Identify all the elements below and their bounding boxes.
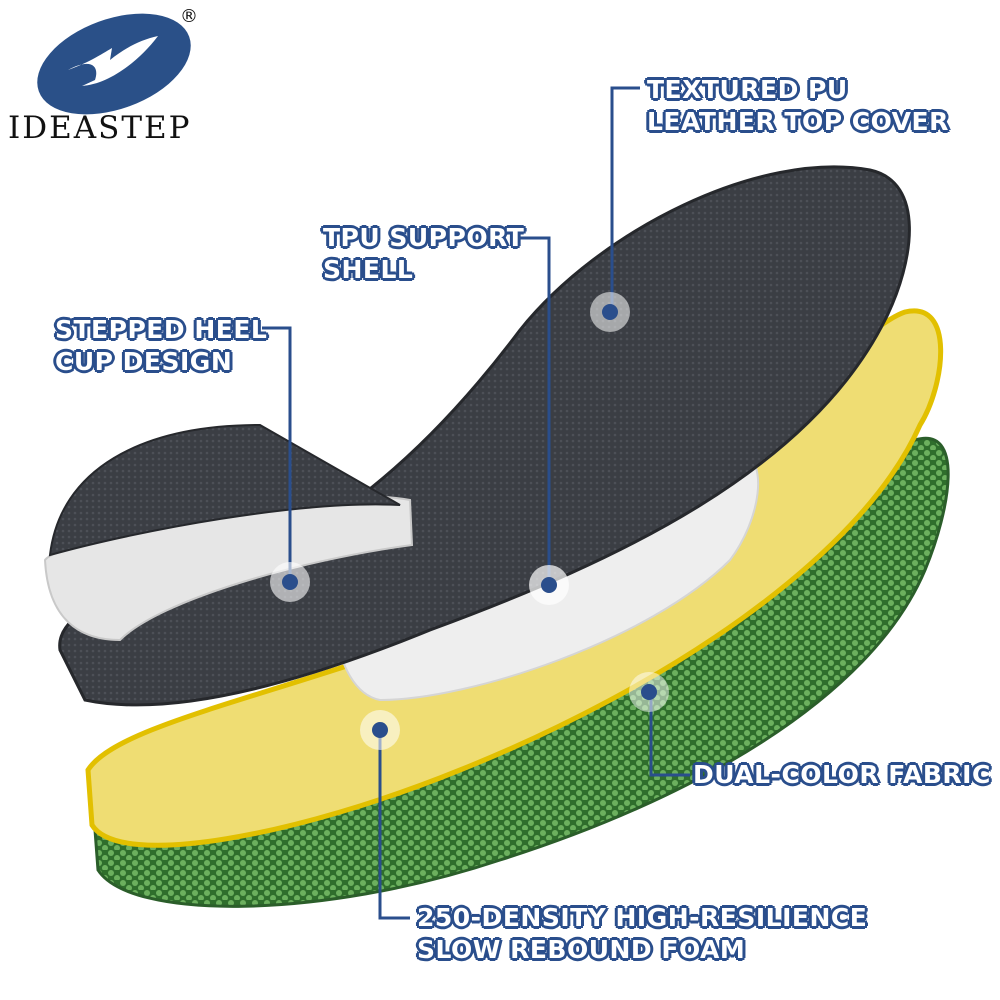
registered-mark: ® xyxy=(180,6,198,27)
ideastep-logo xyxy=(37,13,191,115)
label-line: 250-DENSITY HIGH-RESILIENCE xyxy=(417,903,868,932)
label-line: TPU SUPPORT xyxy=(323,223,525,252)
label-line: LEATHER TOP COVER xyxy=(647,107,949,136)
leader-lines xyxy=(262,86,690,920)
label-line: SHELL xyxy=(323,255,414,284)
label-line: SLOW REBOUND FOAM xyxy=(417,935,746,964)
label-line: STEPPED HEEL xyxy=(55,315,268,344)
marker-tpu-shell xyxy=(529,565,569,605)
label-top-cover: TEXTURED PU LEATHER TOP COVER xyxy=(647,74,949,138)
heel-cup xyxy=(48,423,401,557)
marker-fabric xyxy=(629,672,669,712)
label-fabric: DUAL-COLOR FABRIC xyxy=(693,759,991,791)
brand-name: IDEASTEP xyxy=(8,110,192,146)
marker-foam xyxy=(360,710,400,750)
label-foam: 250-DENSITY HIGH-RESILIENCE SLOW REBOUND… xyxy=(417,902,867,966)
label-line: TEXTURED PU xyxy=(647,75,848,104)
marker-heel-cup xyxy=(270,562,310,602)
callout-markers xyxy=(270,292,669,750)
label-line: DUAL-COLOR FABRIC xyxy=(693,760,991,789)
label-heel-cup: STEPPED HEEL CUP DESIGN xyxy=(55,314,267,378)
label-line: CUP DESIGN xyxy=(55,347,233,376)
label-tpu-shell: TPU SUPPORT SHELL xyxy=(323,222,524,286)
marker-top-cover xyxy=(590,292,630,332)
